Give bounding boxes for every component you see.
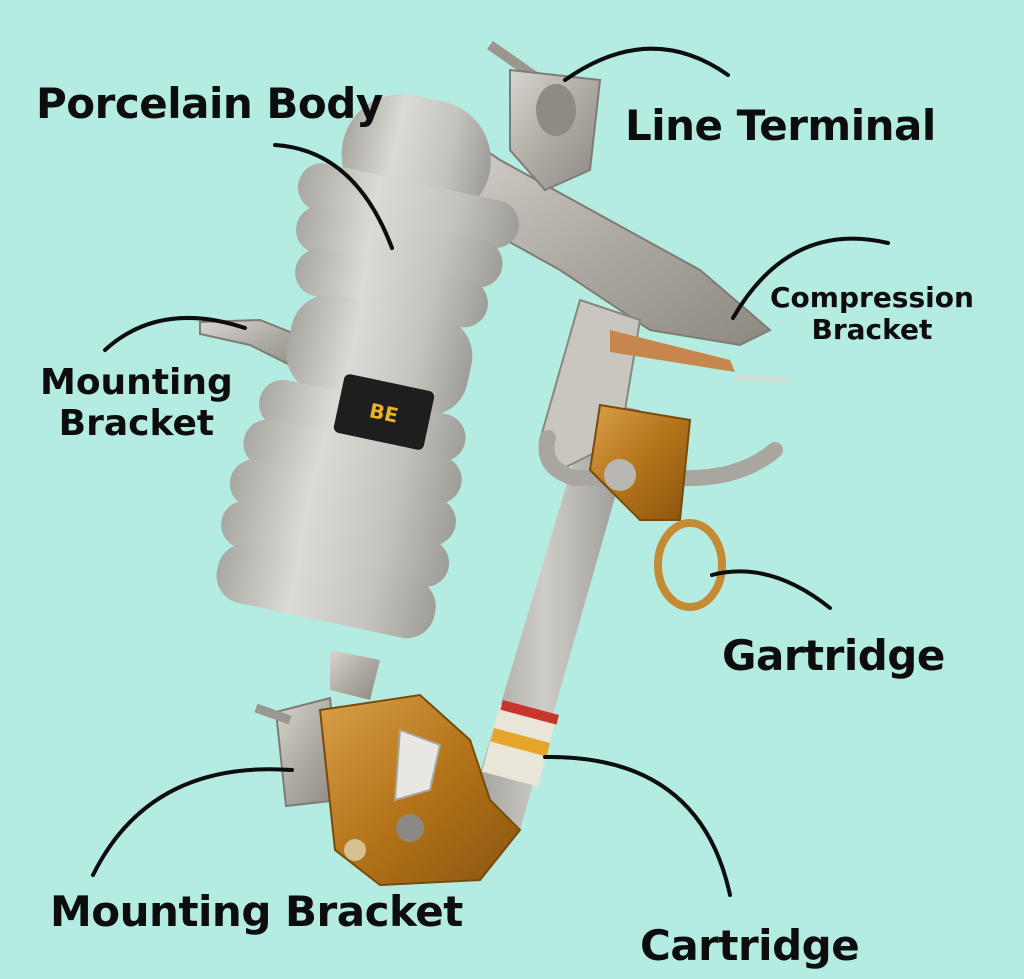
leader-gartridge <box>710 569 832 610</box>
leader-compression-bracket <box>731 236 890 320</box>
cartridge-tube <box>466 400 640 830</box>
leader-porcelain-body <box>273 143 394 250</box>
label-mounting-bracket-bottom: Mounting Bracket <box>50 887 463 936</box>
label-compression-bracket: Compression Bracket <box>770 281 974 347</box>
brand-logo-plate: BE <box>333 374 435 450</box>
label-cartridge: Cartridge <box>640 921 860 970</box>
label-line-terminal: Line Terminal <box>625 101 936 150</box>
label-mounting-bracket-left: Mounting Bracket <box>40 362 233 445</box>
label-porcelain-body: Porcelain Body <box>36 79 383 128</box>
label-compression-bracket-line1: Compression <box>770 281 974 314</box>
label-mounting-bracket-left-line2: Bracket <box>58 403 215 445</box>
logo-text: BE <box>367 398 400 427</box>
leader-cartridge <box>543 754 732 897</box>
label-gartridge: Gartridge <box>722 631 945 680</box>
leader-mounting-bracket-left <box>103 316 247 352</box>
bottom-contact-assembly <box>254 650 522 887</box>
line-terminal-clamp <box>487 40 602 192</box>
hook-arms <box>538 430 783 487</box>
upper-cartridge-fitting <box>588 403 726 611</box>
leader-mounting-bracket-bottom <box>91 767 294 877</box>
leader-line-terminal <box>563 46 730 82</box>
label-compression-bracket-line2: Bracket <box>811 313 933 347</box>
label-mounting-bracket-left-line1: Mounting <box>40 362 233 403</box>
